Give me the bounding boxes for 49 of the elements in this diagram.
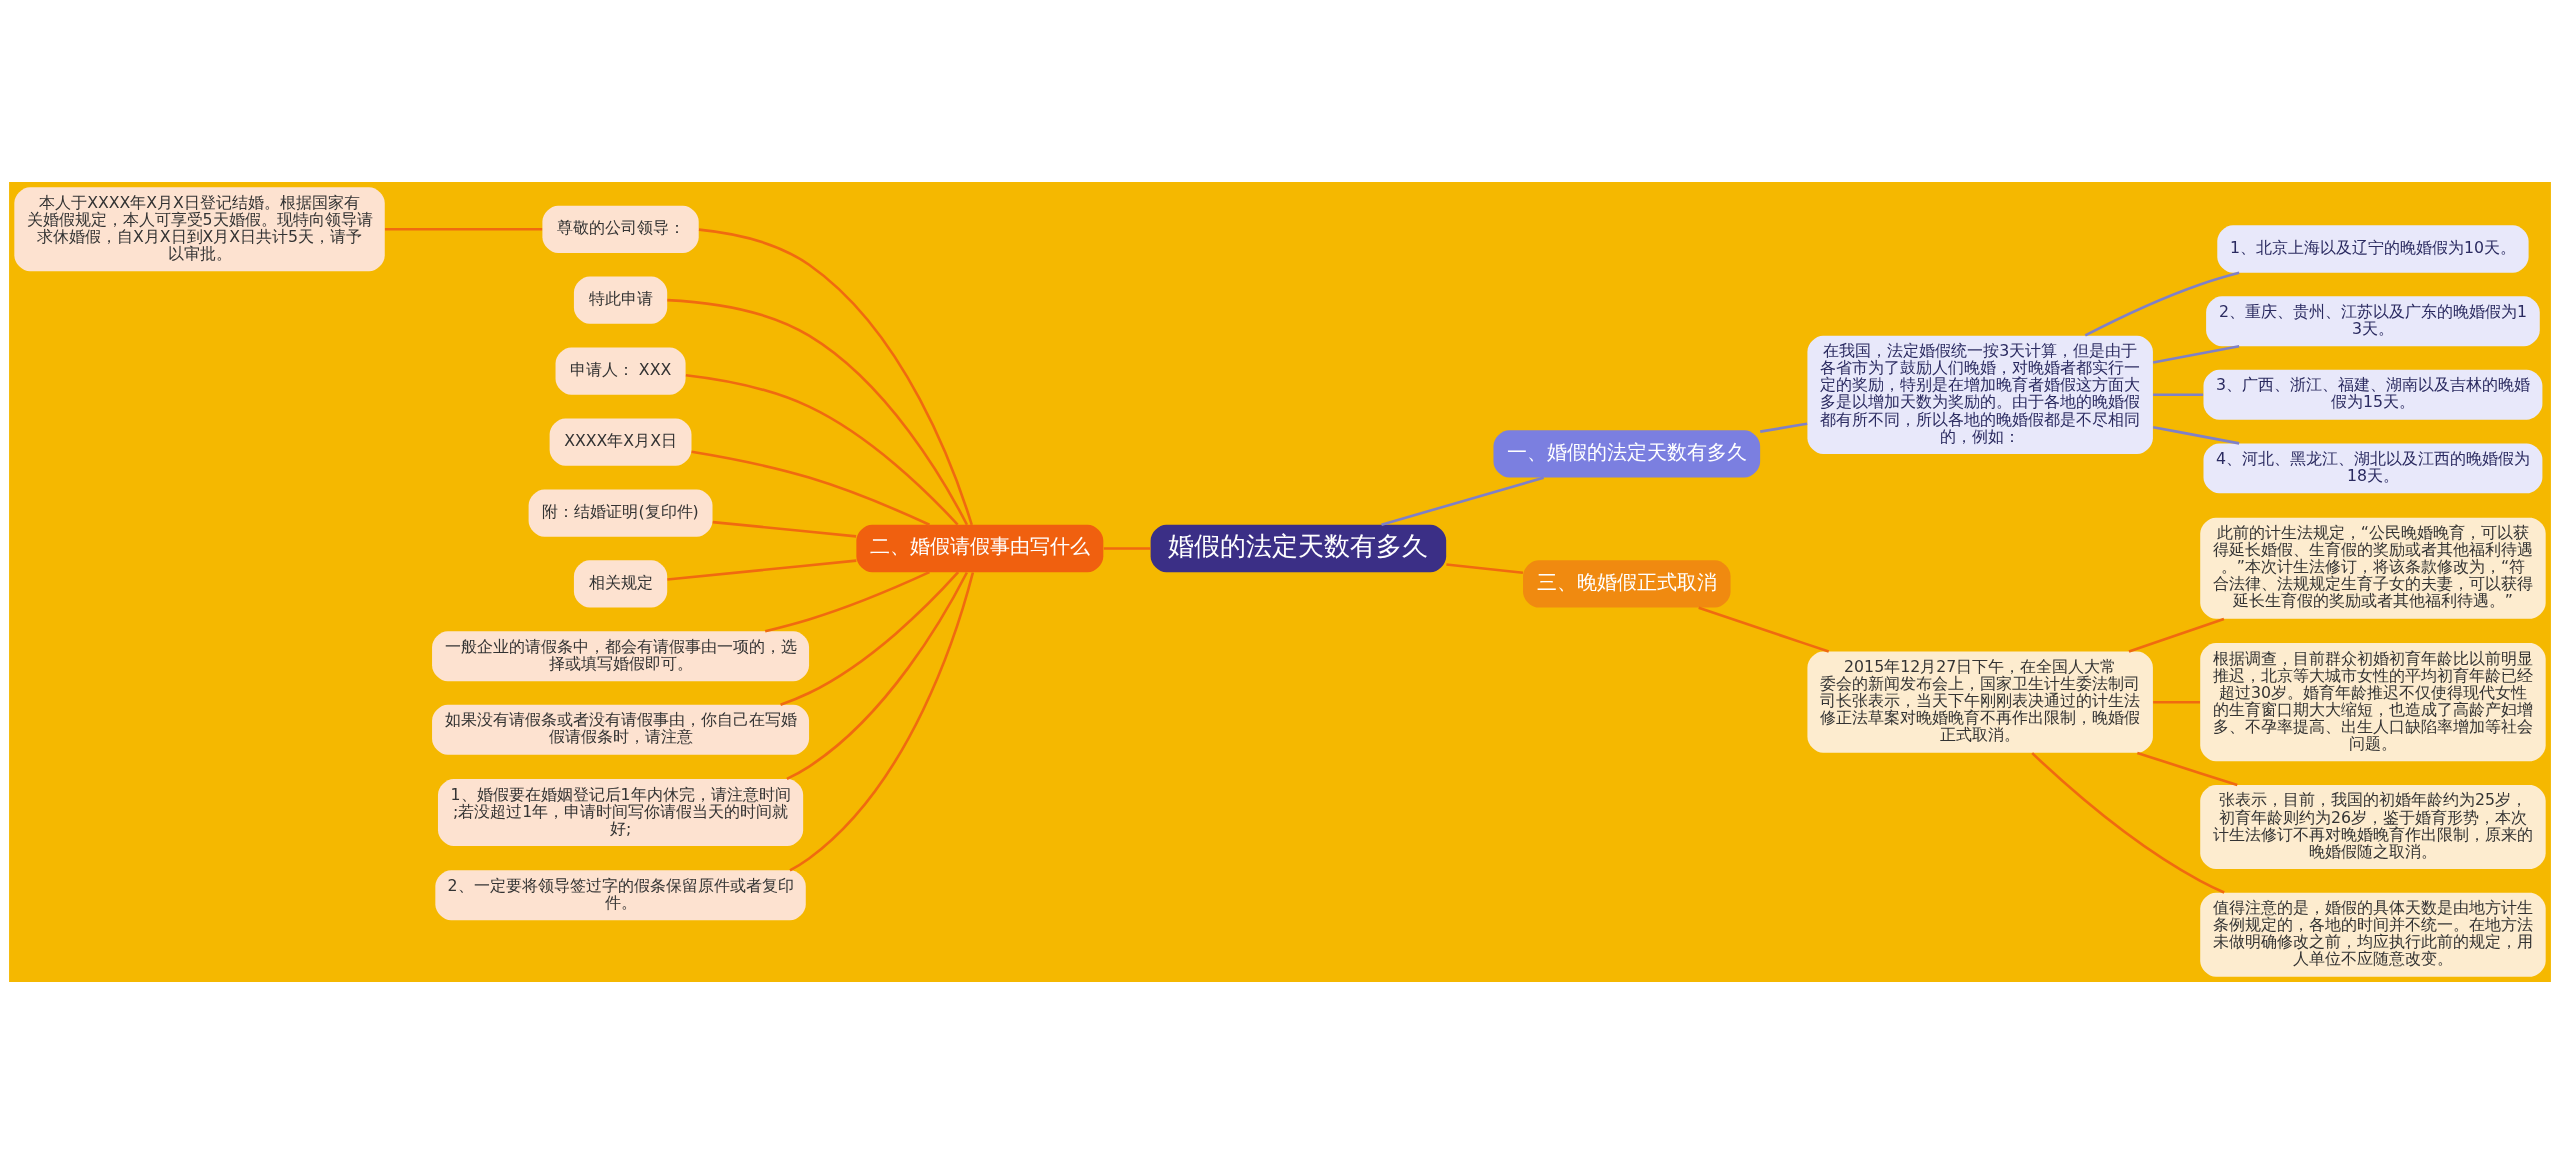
connector: [685, 373, 959, 526]
node-box: 申请人： XXX: [555, 347, 686, 395]
node-box: 在我国，法定婚假统一按3天计算，但是由于各省市为了鼓励人们晚婚，对晚婚者都实行一定的奖励，特别是在增加晚育者婚假这方面大多是以增加天数为奖励的。由于各地的晚婚假都有所不同，所以各地的晚婚假都是不尽相同的，例如：: [1807, 335, 2153, 454]
node-box: 1、北京上海以及辽宁的晚婚假为10天。: [2217, 225, 2529, 273]
connector: [691, 450, 930, 526]
connector: [712, 520, 857, 538]
connector: [1103, 547, 1151, 550]
connector: [667, 559, 857, 581]
node-box: 特此申请: [573, 276, 668, 324]
node-box: 张表示，目前，我国的初婚年龄约为25岁，初育年龄则约为26岁，鉴于婚育形势，本次计生法修订不再对晚婚晚育作出限制，原来的晚婚假随之取消。: [2200, 784, 2546, 870]
node-box: 4、河北、黑龙江、湖北以及江西的晚婚假为18天。: [2203, 443, 2543, 494]
node-box: 三、晚婚假正式取消: [1523, 560, 1731, 608]
node-box: 2、重庆、贵州、江苏以及广东的晚婚假为13天。: [2206, 296, 2540, 347]
node-box: 二、婚假请假事由写什么: [856, 524, 1104, 573]
connector: [2152, 425, 2240, 445]
connector: [2136, 751, 2238, 787]
node-box: 相关规定: [573, 560, 668, 608]
connector: [789, 572, 975, 872]
connector: [2153, 700, 2200, 704]
node-box: XXXX年X月X日: [549, 418, 692, 466]
node-box: 尊敬的公司领导：: [542, 205, 699, 253]
node-box: 值得注意的是，婚假的具体天数是由地方计生条例规定的，各地的时间并不统一。在地方法未做明确修改之前，均应执行此前的规定，用人单位不应随意改变。: [2200, 892, 2546, 977]
node-box: 根据调查，目前群众初婚初育年龄比以前明显推迟，北京等大城市女性的平均初育年龄已经超过30岁。婚育年龄推迟不仅使得现代女性的生育窗口期大大缩短，也造成了高龄产妇增多、不孕率提高、出生人口缺陷率增加等社会问题。: [2200, 643, 2546, 762]
node-box: 本人于XXXX年X月X日登记结婚。根据国家有关婚假规定，本人可享受5天婚假。现特向领导请求休婚假，自X月X日到X月X日共计5天，请予以审批。: [14, 187, 385, 272]
node-box: 此前的计生法规定，“公民晚婚晚育，可以获得延长婚假、生育假的奖励或者其他福利待遇。”本次计生法修订，将该条款修改为，“符合法律、法规规定生育子女的夫妻，可以获得延长生育假的奖励或者其他福利待遇。”: [2200, 517, 2546, 619]
connector: [2031, 752, 2225, 894]
connector: [1698, 606, 1830, 653]
node-box: 2015年12月27日下午，在全国人大常委会的新闻发布会上，国家卫生计生委法制司司长张表示，当天下午刚刚表决通过的计生法修正法草案对晚婚晚育不再作出限制，晚婚假正式取消。: [1807, 651, 2153, 753]
node-box: 3、广西、浙江、福建、湖南以及吉林的晚婚假为15天。: [2203, 369, 2543, 420]
connector: [2152, 344, 2240, 364]
node-box: 如果没有请假条或者没有请假事由，你自己在写婚假请假条时，请注意: [432, 704, 810, 755]
connector: [1381, 476, 1545, 526]
connector: [786, 571, 969, 781]
node-box: 附：结婚证明(复印件): [528, 489, 713, 537]
connector: [1446, 563, 1524, 575]
node-box: 2、一定要将领导签过字的假条保留原件或者复印件。: [435, 870, 806, 921]
node-box: 1、婚假要在婚姻登记后1年内休完，请注意时间;若没超过1年，申请时间写你请假当天的时间就好;: [437, 779, 804, 847]
node-box: 婚假的法定天数有多久: [1150, 524, 1447, 573]
node-box: 一般企业的请假条中，都会有请假事由一项的，选择或填写婚假即可。: [432, 631, 810, 682]
connector: [1760, 422, 1808, 433]
connector: [2153, 393, 2204, 397]
connector: [698, 228, 974, 526]
connector: [764, 570, 930, 633]
connector: [780, 571, 960, 706]
connector: [2128, 617, 2225, 653]
connector: [2084, 271, 2240, 337]
node-box: 一、婚假的法定天数有多久: [1493, 430, 1761, 478]
connector: [667, 298, 969, 526]
connector: [384, 227, 543, 231]
